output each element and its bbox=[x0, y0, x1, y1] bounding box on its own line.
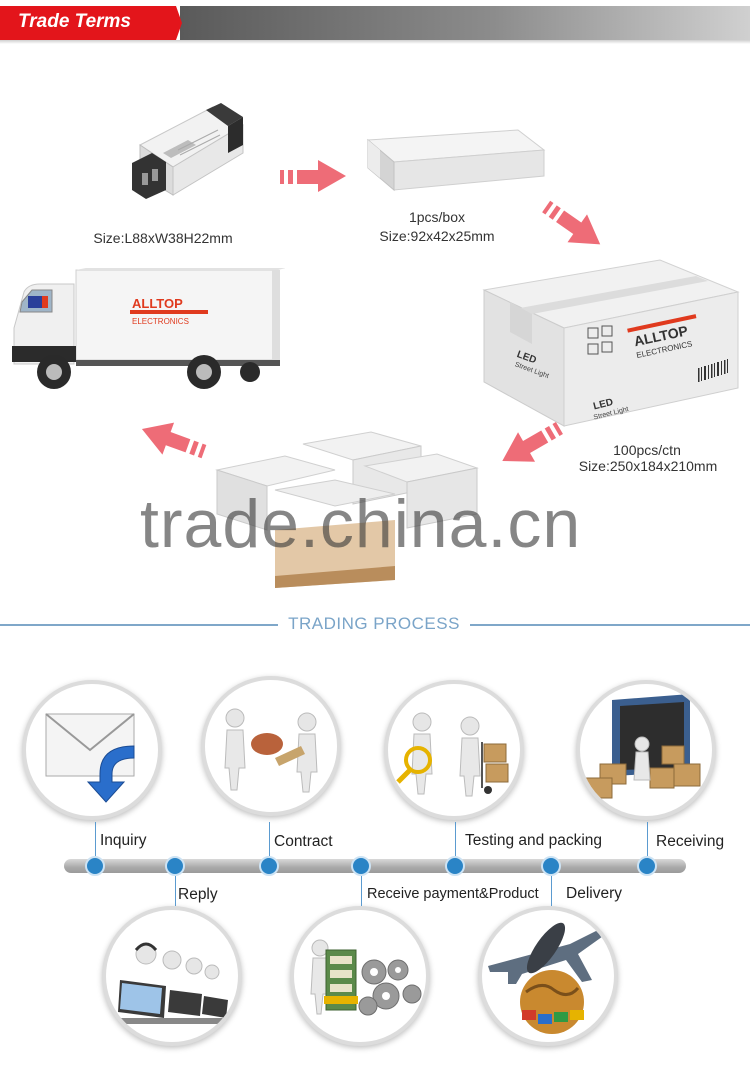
receiving-image bbox=[576, 680, 716, 820]
timeline-node-reply bbox=[165, 856, 185, 876]
palletized-cartons-image bbox=[215, 430, 495, 595]
tick-contract bbox=[269, 822, 270, 856]
step-label-reply: Reply bbox=[178, 886, 218, 903]
led-driver-image bbox=[118, 95, 248, 220]
section-divider-left bbox=[0, 624, 278, 626]
section-title: TRADING PROCESS bbox=[288, 614, 460, 633]
contract-image bbox=[201, 676, 341, 816]
truck-brand-sub-text: ELECTRONICS bbox=[132, 317, 189, 326]
arrow-down-left-icon bbox=[494, 420, 566, 475]
tick-testing-packing bbox=[455, 822, 456, 856]
inquiry-image bbox=[22, 680, 162, 820]
testing-packing-image bbox=[384, 680, 524, 820]
box-qty-caption: 1pcs/box bbox=[408, 209, 466, 225]
timeline-node-testing-packing bbox=[445, 856, 465, 876]
delivery-truck-image: ALLTOP ELECTRONICS bbox=[10, 268, 286, 403]
arrow-right-icon bbox=[278, 158, 348, 199]
box-size-caption: Size:92x42x25mm bbox=[379, 228, 495, 244]
arrow-down-right-icon bbox=[538, 200, 610, 257]
timeline-node-receiving bbox=[637, 856, 657, 876]
truck-brand-text: ALLTOP bbox=[132, 296, 183, 311]
header-shadow bbox=[0, 40, 750, 44]
watermark-text: trade.china.cn bbox=[140, 486, 582, 562]
arrow-up-left-icon bbox=[136, 418, 208, 467]
section-divider-right bbox=[470, 624, 750, 626]
timeline-bar bbox=[64, 859, 686, 873]
tick-receiving bbox=[647, 822, 648, 856]
timeline-node-receive-payment bbox=[351, 856, 371, 876]
delivery-image bbox=[478, 906, 618, 1046]
header-banner-bar bbox=[180, 6, 750, 40]
receive-payment-image bbox=[290, 906, 430, 1046]
carton-size-caption: Size:250x184x210mm bbox=[578, 458, 718, 474]
step-label-inquiry: Inquiry bbox=[100, 832, 147, 849]
step-label-testing-packing: Testing and packing bbox=[465, 832, 603, 849]
step-label-contract: Contract bbox=[274, 833, 333, 850]
reply-image bbox=[102, 906, 242, 1046]
header-title: Trade Terms bbox=[18, 11, 131, 32]
timeline-node-contract bbox=[259, 856, 279, 876]
tick-receive-payment bbox=[361, 876, 362, 906]
timeline-node-inquiry bbox=[85, 856, 105, 876]
master-carton-image: ALLTOP ELECTRONICS LED Street Light LED … bbox=[480, 258, 742, 433]
header-banner-tab bbox=[0, 6, 182, 40]
carton-front-led-text: LED bbox=[592, 397, 614, 413]
carton-qty-caption: 100pcs/ctn bbox=[613, 442, 681, 458]
tick-reply bbox=[175, 876, 176, 906]
step-label-receive-payment: Receive payment&Product bbox=[367, 886, 539, 902]
driver-size-caption: Size:L88xW38H22mm bbox=[93, 230, 233, 246]
timeline-node-delivery bbox=[541, 856, 561, 876]
step-label-delivery: Delivery bbox=[566, 885, 622, 902]
tick-inquiry bbox=[95, 822, 96, 856]
step-label-receiving: Receiving bbox=[656, 833, 725, 850]
tick-delivery bbox=[551, 876, 552, 906]
single-box-image bbox=[358, 128, 548, 203]
